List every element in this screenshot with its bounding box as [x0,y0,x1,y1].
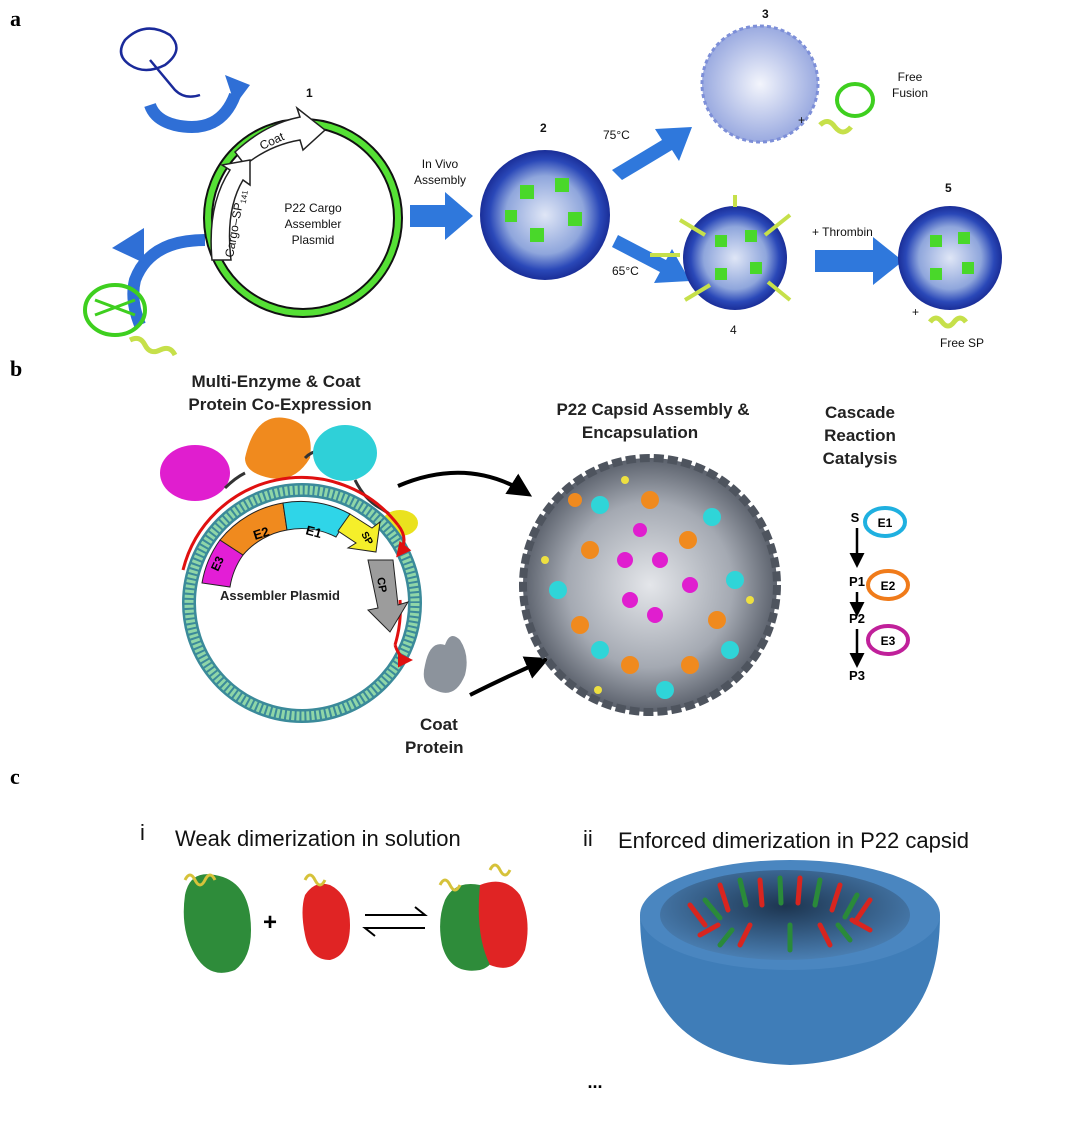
gene-e2-label: E2 [251,524,271,543]
product-p2-label: P2 [849,611,865,626]
arrow-icon [815,237,903,285]
part-ii-numeral: ii [583,826,593,851]
gene-e1-label: E1 [304,522,323,541]
step-2-label: 2 [540,121,547,135]
panel-b: b Multi-Enzyme & Coat Protein Co-Express… [10,356,910,757]
plus-sign: + [798,113,805,127]
heterodimer-icon [438,863,528,971]
capsid-with-external-sp [650,195,792,310]
plasmid-name-line: P22 Cargo [284,201,342,215]
arrow-icon [397,470,533,497]
assembler-plasmid: E3 E2 E1 SP CP Assembler Plasmid [181,476,422,723]
cascade-reaction: S E1 P1 E2 P2 E3 P3 [849,506,910,683]
arrow-icon [612,127,692,180]
green-fusion-protein-icon [83,283,178,357]
free-fusion-label: Fusion [892,86,928,100]
product-p1-label: P1 [849,574,865,589]
assembly-title: P22 Capsid Assembly & [556,400,749,419]
enzyme-e2-ring [866,569,910,601]
curved-arrow-icon [144,92,241,133]
red-monomer-icon [302,873,350,960]
enzyme-e2-label: E2 [881,579,896,593]
cascade-title: Catalysis [823,449,898,468]
plasmid-name-line: Assembler [285,217,342,231]
enzyme-e1-label: E1 [878,516,893,530]
cascade-title: Cascade [825,403,895,422]
part-i-numeral: i [140,820,145,845]
assembly-title: Encapsulation [582,423,698,442]
green-monomer-icon [183,873,251,973]
temp-75-label: 75°C [603,128,630,142]
arrow-icon [612,235,690,283]
free-fusion-protein-icon [818,82,875,135]
panel-c-label: c [10,764,20,789]
panel-a-label: a [10,6,21,31]
in-vivo-label: Assembly [414,173,466,187]
enzyme-e3-label: E3 [881,634,896,648]
in-vivo-label: In Vivo [422,157,459,171]
free-sp-helix-icon [928,315,968,329]
panel-c: c i Weak dimerization in solution ii Enf… [10,764,969,1092]
step-4-label: 4 [730,323,737,337]
coat-protein-icon [423,636,467,693]
step-1-label: 1 [306,86,313,100]
plus-sign: + [263,909,277,936]
arrow-icon [410,192,473,240]
product-p3-label: P3 [849,668,865,683]
assembler-plasmid-label: Assembler Plasmid [220,588,340,603]
blue-cargo-protein-icon [119,27,201,98]
temp-65-label: 65°C [612,264,639,278]
capsid-cleaved [898,206,1002,310]
coexpression-title: Multi-Enzyme & Coat [191,372,360,391]
gene-e3-label: E3 [208,554,227,574]
p22-capsid-bowl [640,860,940,1065]
step-5-label: 5 [945,181,952,195]
coat-protein-label: Coat [420,715,458,734]
cargo-assembler-plasmid: Coat Cargo–SP141 P22 Cargo Assembler Pla… [203,105,403,318]
p22-capsid-encapsulation [519,454,781,716]
enzyme-e3-ring [866,624,910,656]
curved-arrow-icon [127,234,206,328]
coexpression-title: Protein Co-Expression [188,395,371,414]
substrate-label: S [851,510,860,525]
cascade-title: Reaction [824,426,896,445]
free-sp-label: Free SP [940,336,984,350]
step-3-label: 3 [762,7,769,21]
part-ii-title: Enforced dimerization in P22 capsid [618,828,969,853]
equilibrium-arrows-icon [362,906,428,937]
free-fusion-label: Free [898,70,923,84]
panel-a: a 1 Coat Cargo–SP141 P22 Cargo Assembler… [10,6,1002,357]
empty-capsid [700,24,820,144]
part-i-title: Weak dimerization in solution [175,826,461,851]
thrombin-label: + Thrombin [812,225,873,239]
cargo-sp-gene-arrow [210,159,251,261]
plus-sign: + [912,305,919,319]
arrow-icon [469,656,550,697]
plasmid-name-line: Plasmid [292,233,335,247]
gene-cp-label: CP [374,576,388,593]
coat-gene-arrow [233,105,327,167]
ellipsis: ... [587,1072,602,1092]
capsid-with-cargo [480,150,610,280]
enzyme-e1-ring [863,506,907,538]
coat-protein-label: Protein [405,738,464,757]
panel-b-label: b [10,356,22,381]
